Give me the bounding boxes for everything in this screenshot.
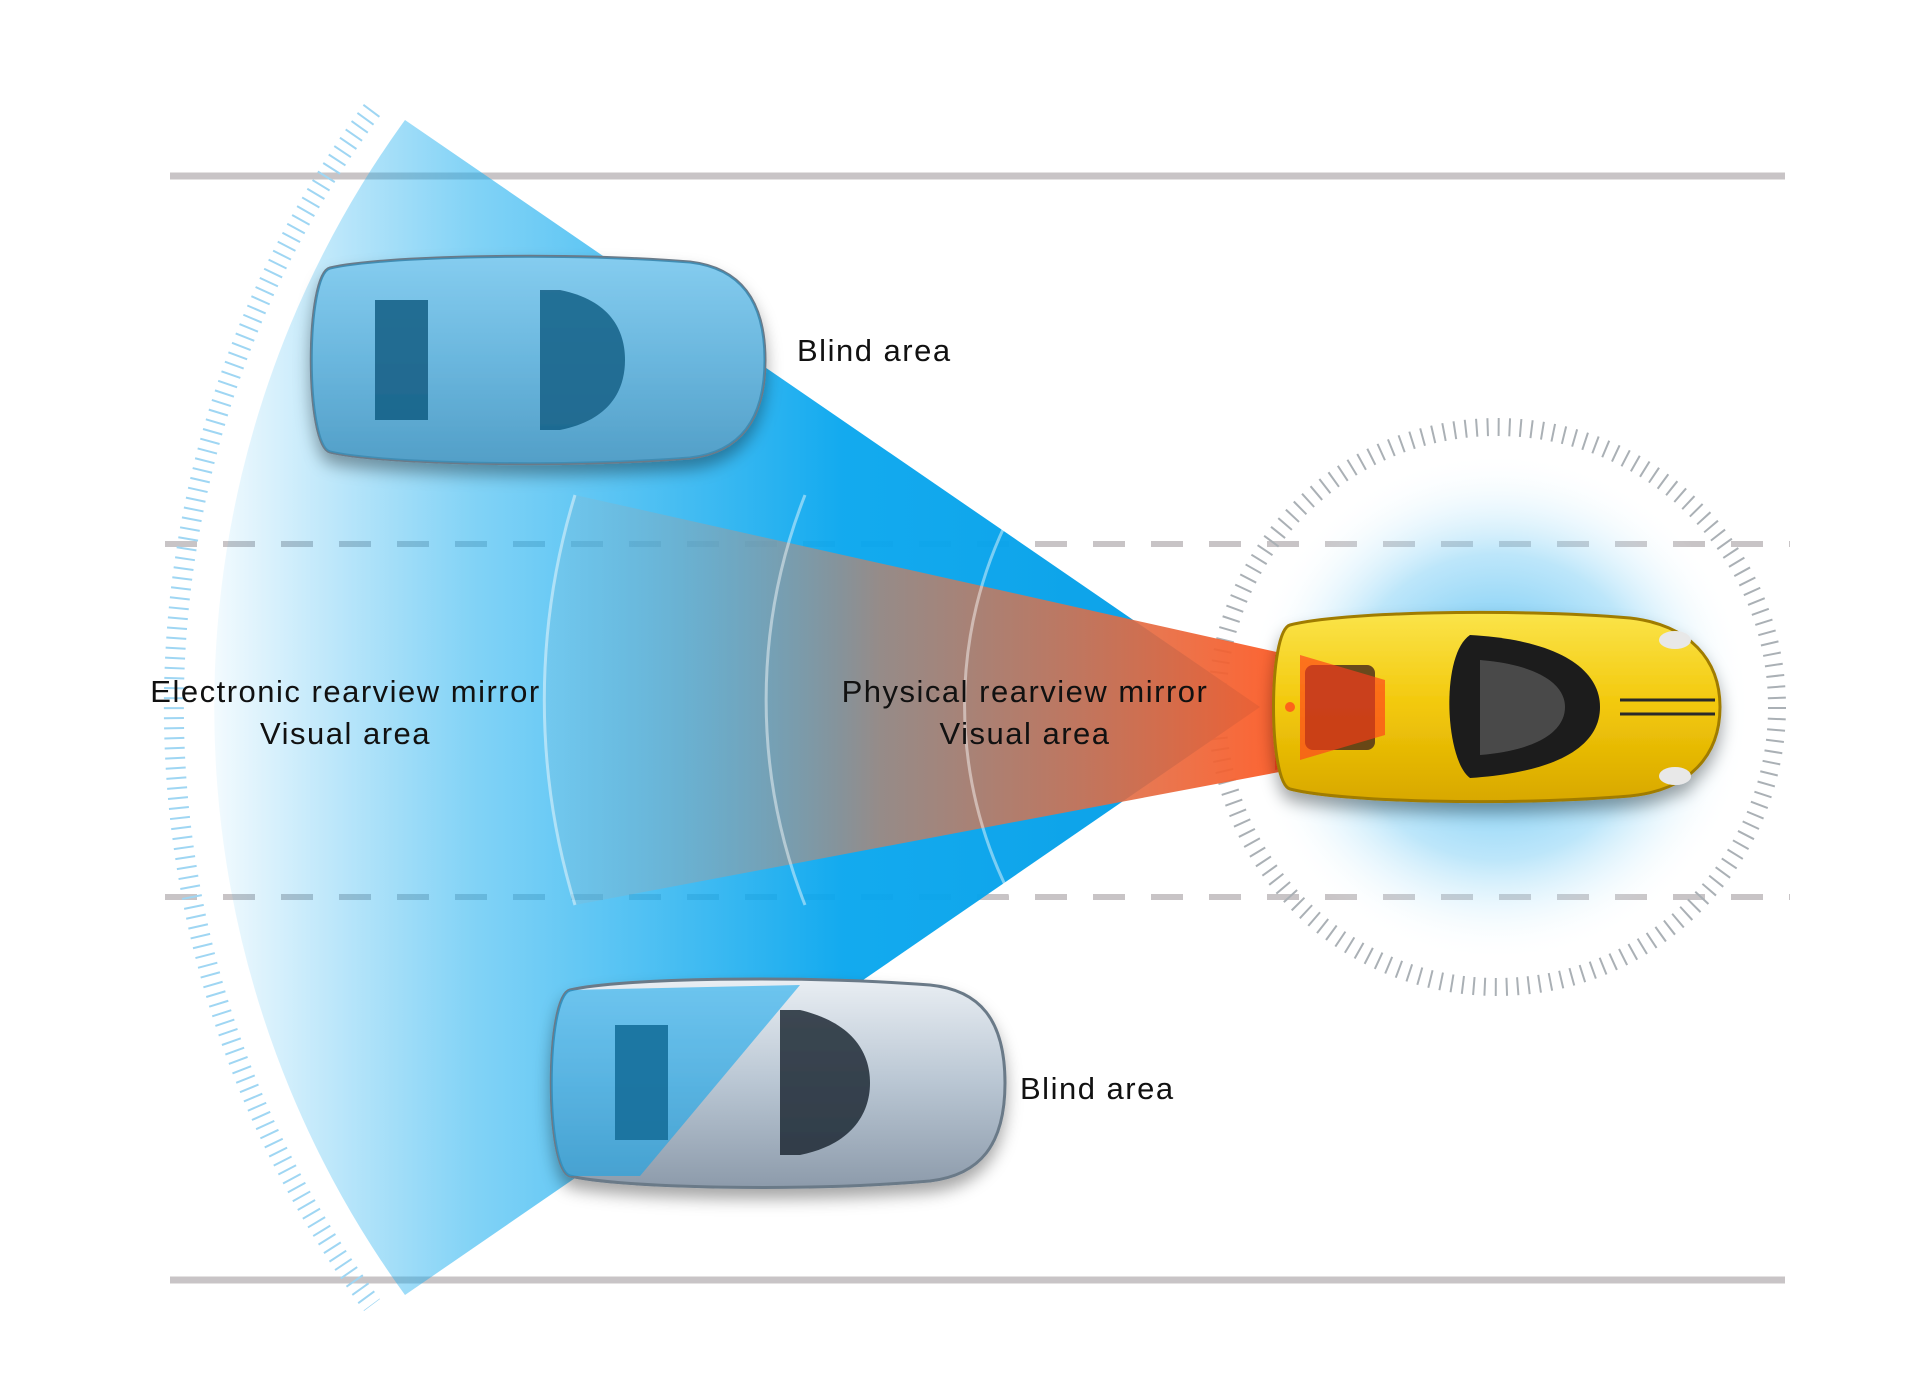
blind-area-bottom-label: Blind area	[1020, 1068, 1175, 1110]
blind-area-top-label: Blind area	[797, 330, 952, 372]
ego-tick-ring	[1208, 418, 1786, 996]
other-car-bottom-icon	[549, 977, 1007, 1189]
electronic-label-line1: Electronic rearview mirror	[150, 674, 541, 709]
physical-label-line2: Visual area	[939, 716, 1111, 751]
mirror-origin	[1285, 702, 1295, 712]
other-car-top-icon	[309, 254, 767, 466]
electronic-visual-area-label: Electronic rearview mirror Visual area	[143, 671, 548, 755]
electronic-label-line2: Visual area	[259, 716, 432, 751]
signal-arcs	[542, 494, 1012, 906]
physical-visual-area-cone	[544, 495, 1290, 905]
physical-visual-area-label: Physical rearview mirror Visual area	[830, 671, 1220, 755]
physical-label-line1: Physical rearview mirror	[841, 674, 1209, 709]
blind-area-top-text: Blind area	[797, 333, 952, 368]
ego-car-icon	[1272, 610, 1722, 804]
blind-area-bottom-text: Blind area	[1020, 1071, 1175, 1106]
electronic-arc-ticks	[163, 104, 381, 1311]
